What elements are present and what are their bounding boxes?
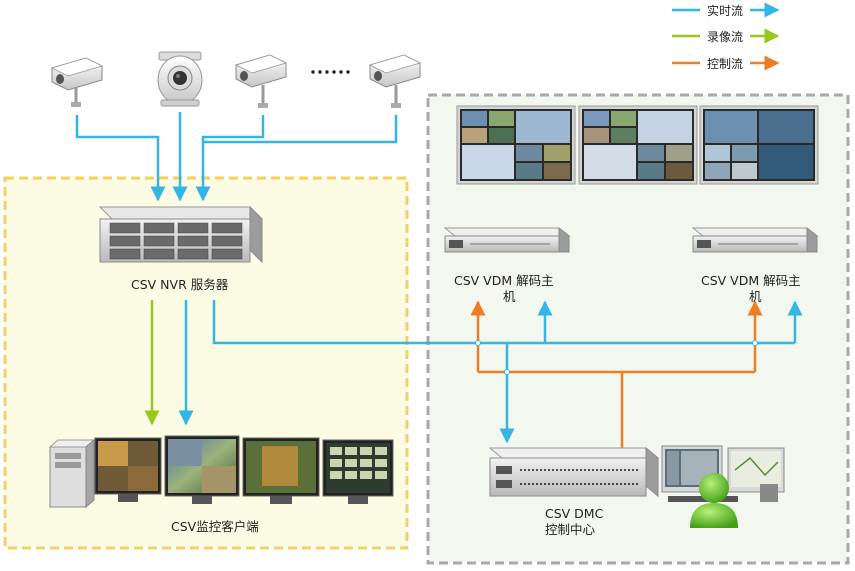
video-wall-2 (578, 105, 698, 185)
client-monitor-2 (164, 435, 240, 504)
crossing-dots (475, 340, 758, 375)
camera-2-icon (234, 54, 288, 108)
legend: 实时流 录像流 控制流 (672, 2, 780, 71)
user-icon (690, 473, 738, 528)
nvr-to-decoders-realtime (212, 300, 803, 444)
pc-tower-icon (48, 438, 96, 509)
video-wall-1 (456, 105, 576, 185)
camera-streams (75, 112, 398, 202)
vdm-right-label-line2: 机 (749, 289, 762, 304)
nvr-server-label: CSV NVR 服务器 (131, 277, 229, 292)
vdm-decoder-right-icon (691, 226, 819, 253)
camera-3-icon (368, 54, 422, 108)
vdm-left-label-line1: CSV VDM 解码主 (454, 273, 554, 288)
client-monitor-1 (94, 437, 162, 502)
legend-realtime-label: 实时流 (707, 3, 743, 18)
control-flows (470, 300, 763, 448)
client-monitor-3 (242, 437, 320, 504)
vdm-left-label-line2: 机 (503, 289, 516, 304)
ptz-camera-icon (157, 51, 203, 107)
client-monitor-4 (322, 439, 394, 504)
dmc-label-line2: 控制中心 (545, 522, 596, 537)
vdm-right-label-line1: CSV VDM 解码主 (701, 273, 801, 288)
dmc-server-icon (488, 446, 660, 498)
camera-1-icon (50, 57, 104, 107)
ellipsis-dots (311, 70, 350, 74)
vdm-decoder-left-icon (443, 226, 571, 253)
operator-workstation-icon (661, 445, 785, 502)
video-wall-3 (699, 105, 819, 185)
client-workstations-icon (48, 435, 394, 509)
client-label: CSV监控客户端 (171, 519, 259, 534)
legend-recording-label: 录像流 (707, 30, 743, 44)
nvr-server-icon (98, 205, 264, 264)
legend-control-label: 控制流 (707, 57, 743, 71)
dmc-label-line1: CSV DMC (545, 506, 604, 521)
